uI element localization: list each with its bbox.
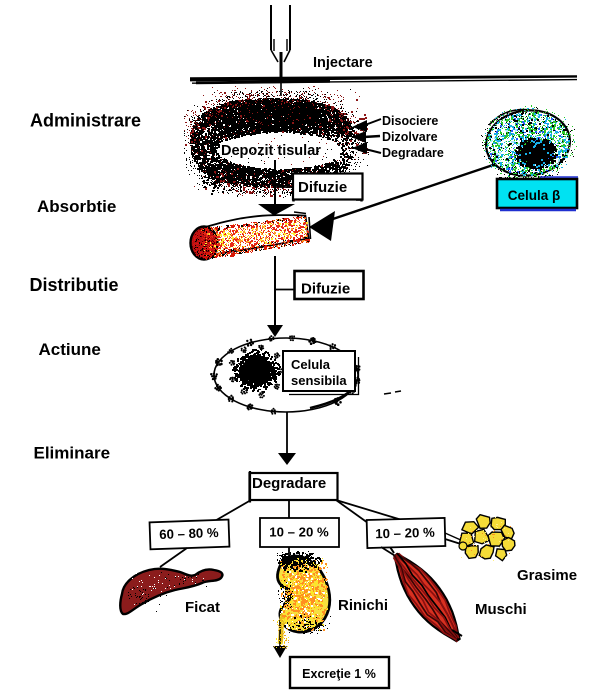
svg-text:10 – 20 %: 10 – 20 % [269,525,329,540]
svg-text:Absorbtie: Absorbtie [37,197,116,216]
svg-text:Administrare: Administrare [30,111,141,131]
svg-text:Celula β: Celula β [508,188,561,203]
svg-text:Degradare: Degradare [382,146,444,160]
svg-text:Difuzie: Difuzie [298,179,347,196]
svg-text:Injectare: Injectare [313,55,373,71]
svg-text:sensibila: sensibila [291,373,347,388]
svg-text:Degradare: Degradare [252,475,326,492]
svg-text:Difuzie: Difuzie [301,281,350,298]
svg-text:Actiune: Actiune [39,340,101,359]
svg-text:Eliminare: Eliminare [34,444,111,463]
svg-text:Dizolvare: Dizolvare [382,130,438,144]
svg-text:10 – 20 %: 10 – 20 % [375,525,435,542]
svg-text:Celula: Celula [291,357,331,372]
svg-text:Disociere: Disociere [382,114,438,128]
svg-text:60 – 80 %: 60 – 80 % [159,525,219,542]
svg-text:Depozit tisular: Depozit tisular [221,143,321,159]
svg-text:Excreţie 1 %: Excreţie 1 % [302,667,376,681]
svg-text:Rinichi: Rinichi [338,597,388,614]
svg-text:Muschi: Muschi [475,601,527,618]
svg-text:Ficat: Ficat [185,599,220,616]
svg-text:Grasime: Grasime [517,567,577,584]
svg-text:Distributie: Distributie [30,275,119,295]
